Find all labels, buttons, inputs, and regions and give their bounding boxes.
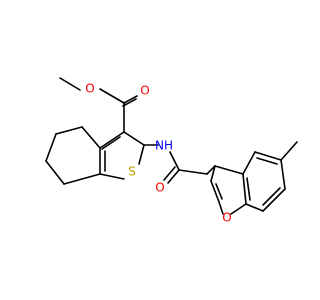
bond [99,131,125,149]
atom-o-ester-single: O [85,82,94,96]
bond [206,165,216,175]
bond [99,173,125,180]
bond [218,201,224,215]
bond [262,187,281,206]
bond [45,160,65,185]
bond [63,173,101,185]
bond [242,151,256,175]
bond [163,166,176,181]
atom-n-amide: NH [155,139,173,153]
bond [123,95,138,104]
bond [169,151,180,171]
bond [122,98,137,107]
atom-o-furan: O [222,211,231,225]
bond [59,77,81,91]
atom-o-ester-carbonyl: O [140,84,149,98]
bond [262,188,286,212]
bond [246,177,251,201]
bond [101,136,121,150]
structure-canvas: O O NH S O O [45,77,298,225]
molecule-diagram: O O NH S O O [45,77,298,225]
bond [214,165,244,175]
bond [81,126,101,149]
bond [245,203,264,212]
bond [123,131,145,146]
atom-o-amide: O [155,181,164,195]
bond [242,173,247,205]
bond [280,141,298,161]
bond [178,169,208,175]
bond [256,157,278,165]
bond [215,183,223,200]
atom-labels: O O NH S O O [85,82,231,225]
bond [55,126,83,135]
bond [210,165,216,182]
bond [99,88,125,104]
bond [230,203,247,215]
bond [138,144,145,165]
bond [210,180,220,203]
bond [167,169,180,184]
bond [254,151,282,161]
bond [45,133,57,162]
bond [280,159,286,190]
atom-s-thiophene: S [128,165,136,179]
bonds [45,77,298,215]
